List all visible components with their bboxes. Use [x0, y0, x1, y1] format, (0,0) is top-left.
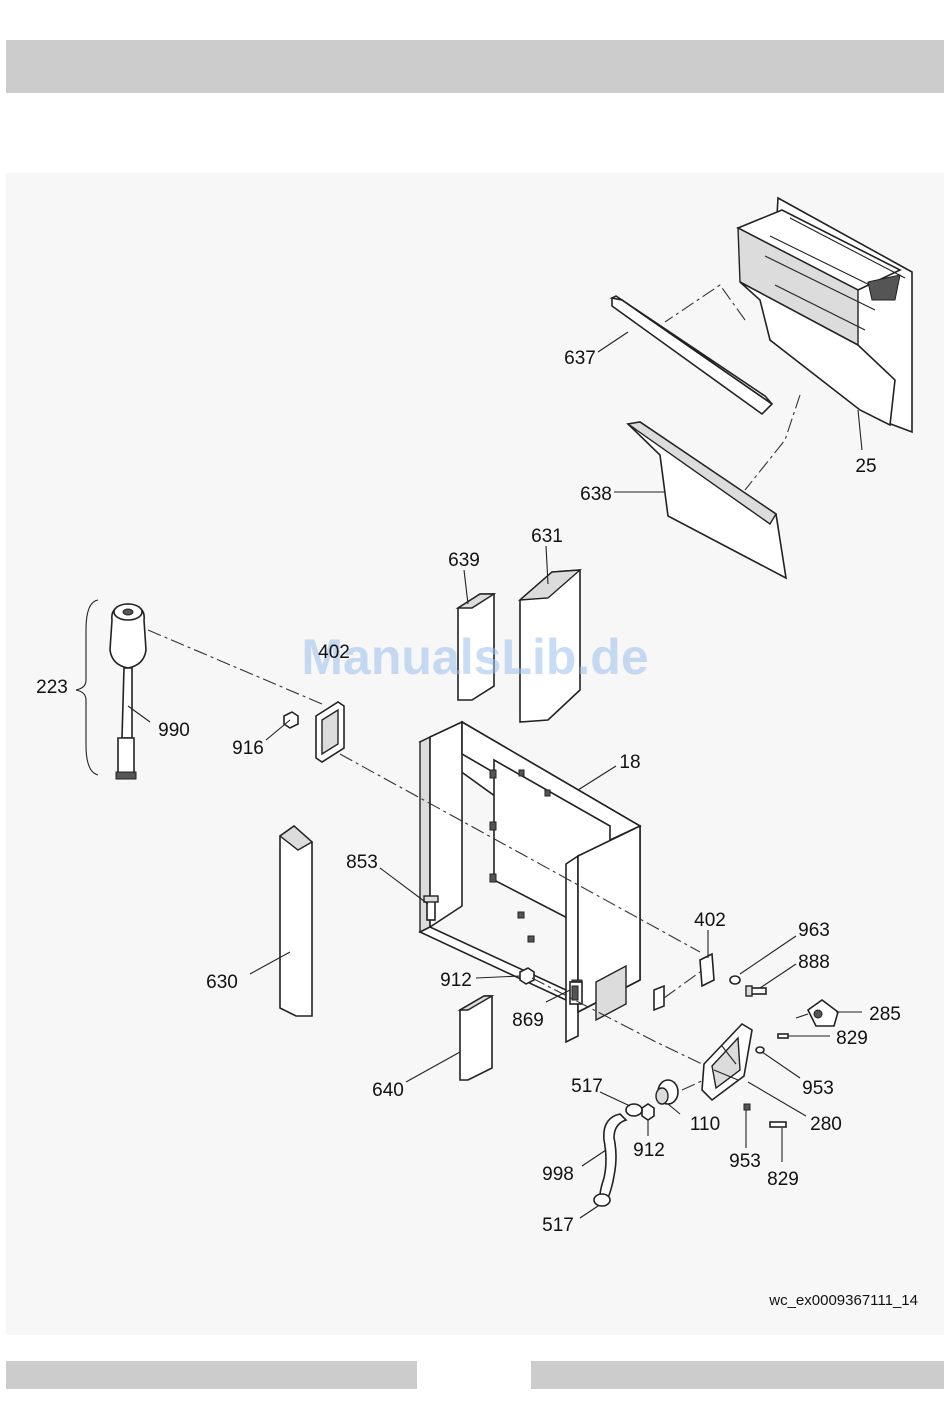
assembly-line-bracket — [664, 972, 700, 998]
part-888-bolt — [746, 986, 766, 996]
part-912-nut-low — [642, 1104, 654, 1120]
label-639: 639 — [448, 550, 480, 571]
part-517-lower-clamp — [594, 1194, 610, 1206]
label-912-low: 912 — [633, 1140, 665, 1161]
part-869-hinge — [570, 982, 582, 1004]
label-630: 630 — [206, 972, 238, 993]
label-829-upper: 829 — [836, 1028, 868, 1049]
part-829-upper-screw — [778, 1034, 788, 1038]
label-25: 25 — [855, 456, 876, 477]
label-888: 888 — [798, 952, 830, 973]
part-916-nut — [284, 712, 298, 728]
label-853: 853 — [346, 852, 378, 873]
part-630-strip — [280, 826, 312, 1016]
label-953-upper: 953 — [802, 1078, 834, 1099]
label-517-low: 517 — [542, 1215, 574, 1236]
label-998: 998 — [542, 1164, 574, 1185]
part-637-plate — [612, 296, 772, 414]
label-963: 963 — [798, 920, 830, 941]
label-18: 18 — [619, 752, 640, 773]
label-517-upper: 517 — [571, 1076, 603, 1097]
label-916: 916 — [232, 738, 264, 759]
label-990: 990 — [158, 720, 190, 741]
part-998-hose — [600, 1114, 626, 1198]
label-402-upper: 402 — [318, 642, 350, 663]
part-223-tank-assembly — [76, 600, 146, 779]
label-869: 869 — [512, 1010, 544, 1031]
label-280: 280 — [810, 1114, 842, 1135]
part-285-component — [796, 1000, 838, 1026]
part-280-burner-plate — [702, 1024, 752, 1100]
part-953-low-washer — [744, 1104, 750, 1110]
assembly-line-637 — [665, 285, 745, 322]
label-640: 640 — [372, 1080, 404, 1101]
label-829-low: 829 — [767, 1169, 799, 1190]
part-640-block — [460, 996, 492, 1080]
part-402-right-bracket — [654, 954, 714, 1010]
drawing-reference: wc_ex0009367111_14 — [768, 1292, 918, 1309]
label-631: 631 — [531, 526, 563, 547]
part-18-frame — [420, 722, 640, 1042]
label-110: 110 — [690, 1114, 720, 1135]
part-638-plate — [628, 422, 786, 578]
assembly-line-638 — [745, 395, 800, 490]
part-912-nut-middle — [520, 968, 534, 984]
watermark: ManualsLib.de — [301, 629, 648, 685]
label-637: 637 — [564, 348, 596, 369]
assembly-line-tank — [148, 630, 322, 704]
label-912-middle: 912 — [440, 970, 472, 991]
assembly-line-110 — [682, 1080, 704, 1090]
label-402-right: 402 — [694, 910, 726, 931]
part-110-burner — [656, 1080, 678, 1104]
part-963-washer — [730, 976, 740, 984]
label-638: 638 — [580, 484, 612, 505]
part-402-upper-bracket — [316, 702, 344, 762]
part-829-low-screw — [770, 1122, 786, 1127]
label-285: 285 — [869, 1004, 901, 1025]
label-953-low: 953 — [729, 1151, 761, 1172]
label-223: 223 — [36, 677, 68, 698]
